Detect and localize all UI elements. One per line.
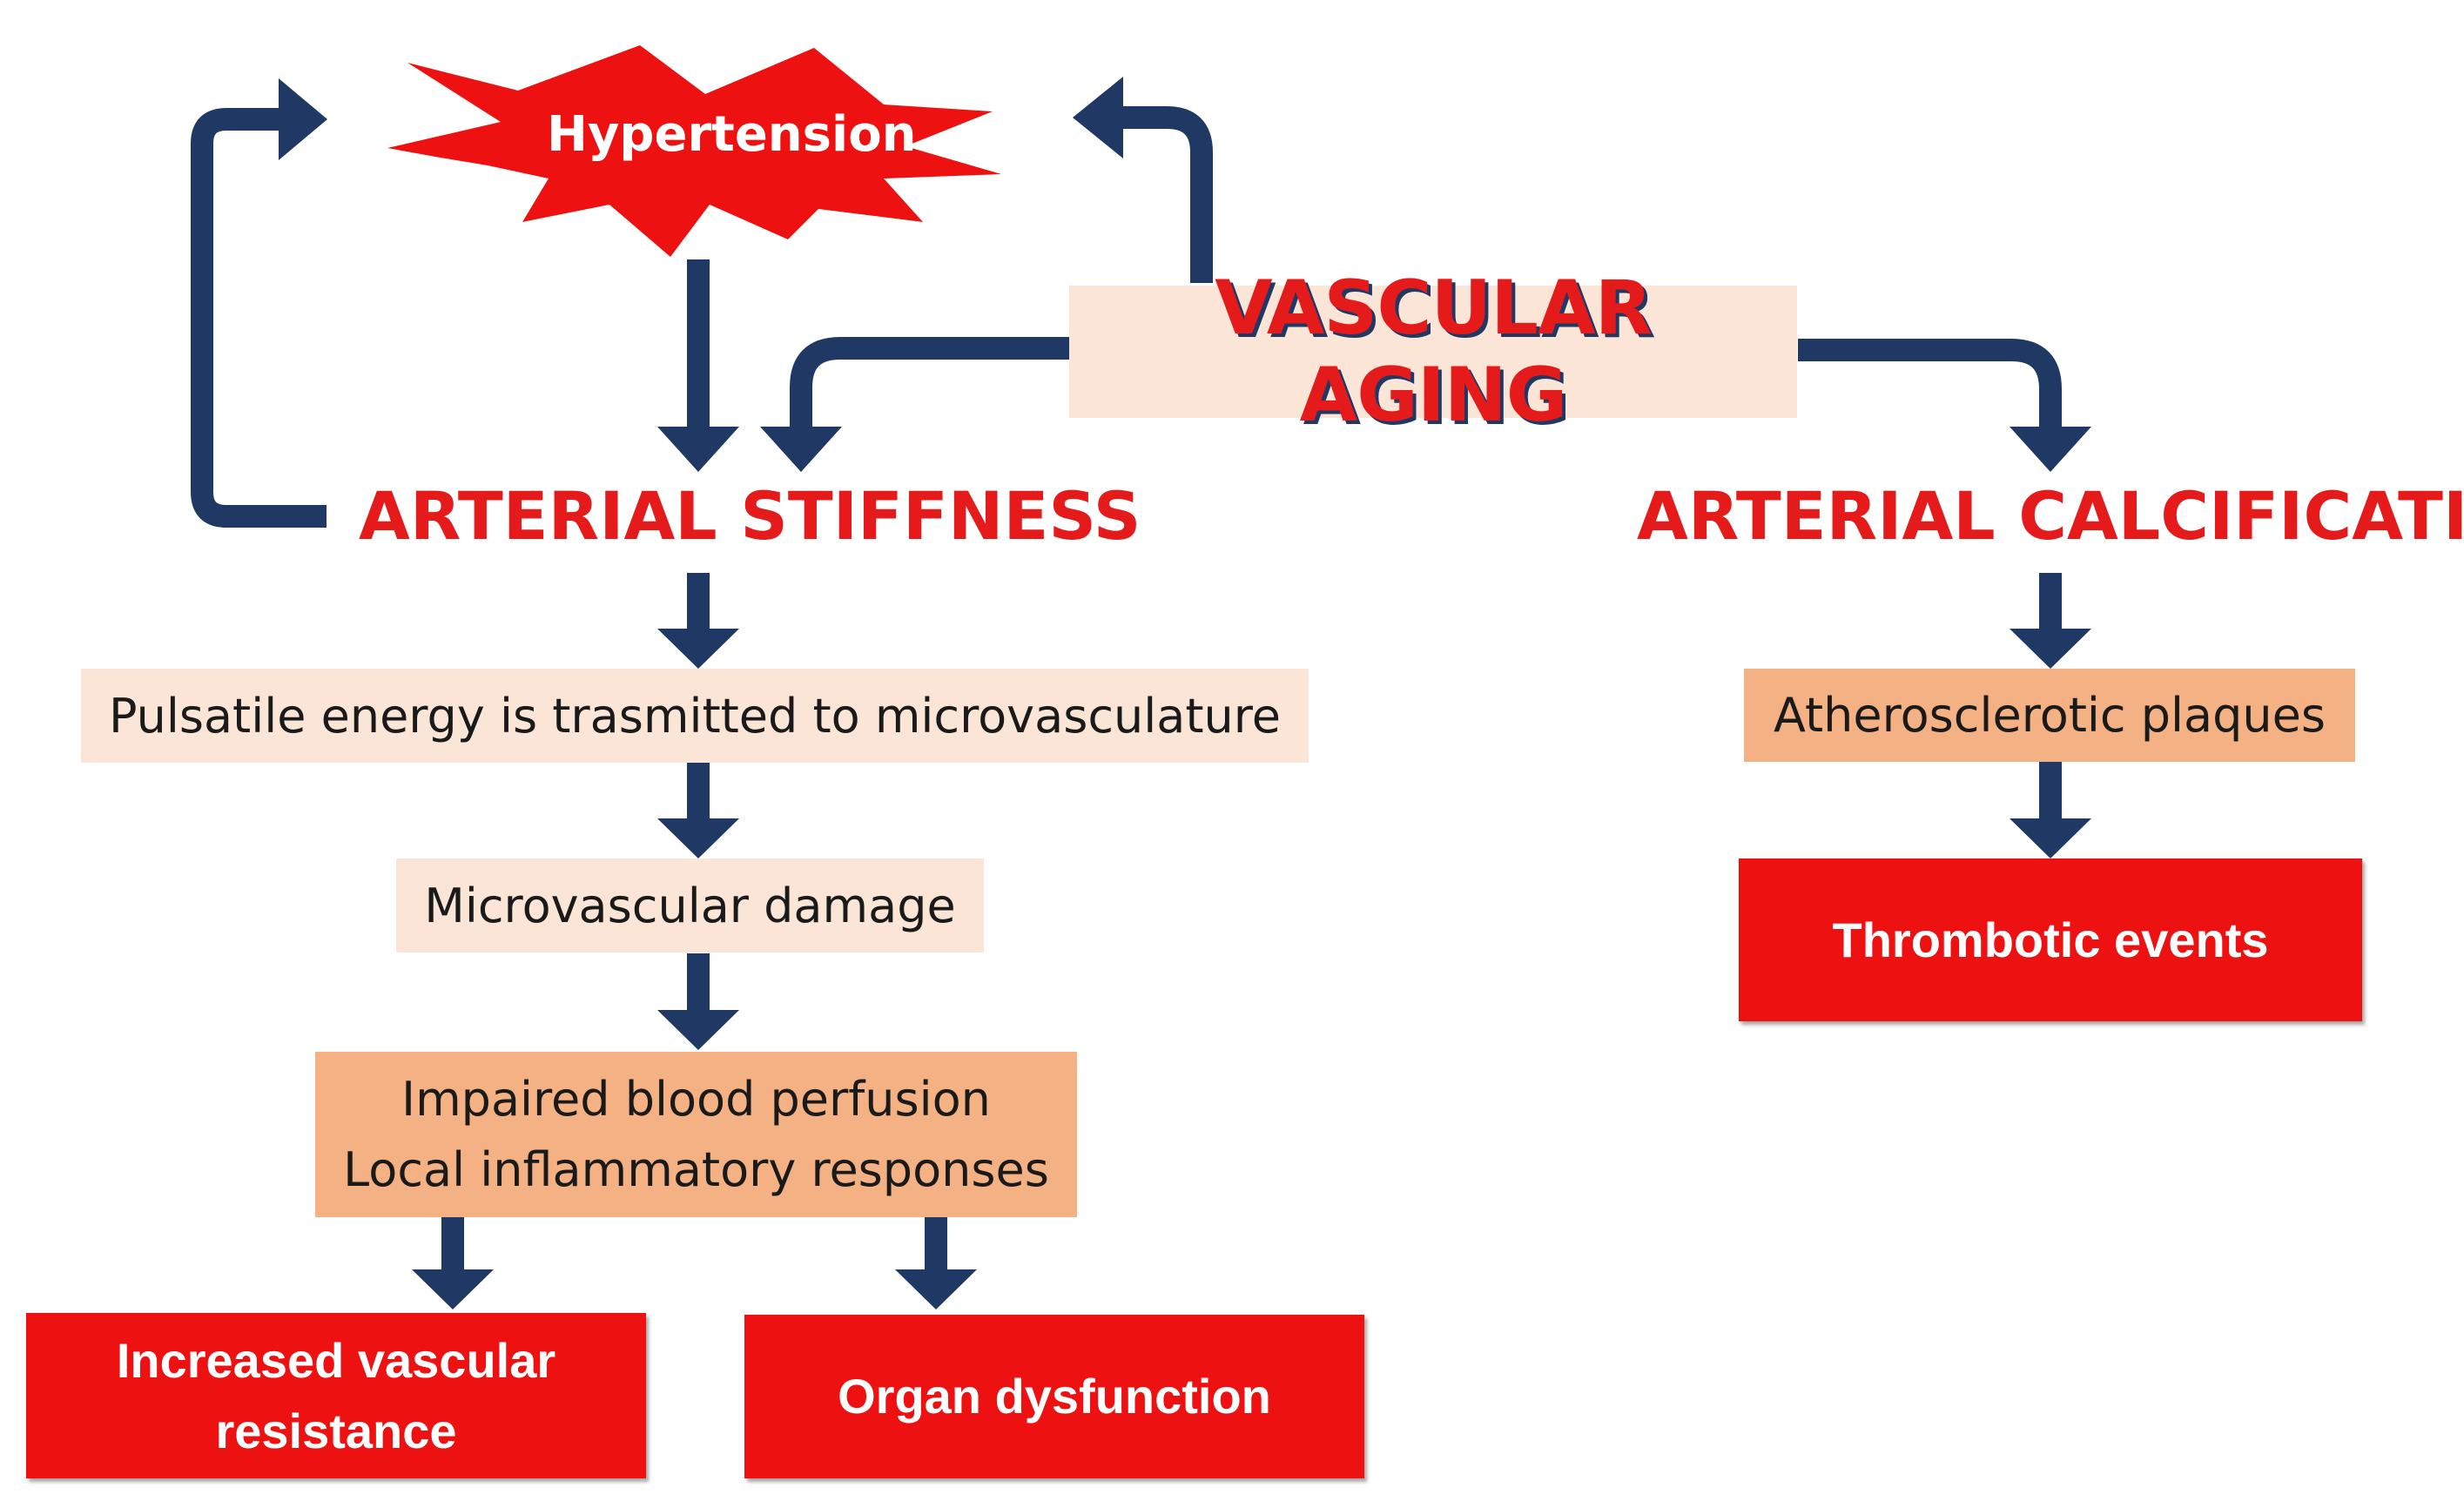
- vascular-aging-label: VASCULAR AGING: [1215, 265, 1653, 439]
- arrow-stiffness-to-hypertension: [191, 108, 327, 528]
- arrow-aging-to-stiffness-head: [760, 427, 842, 472]
- arrow-aging-to-stiffness: [790, 337, 1071, 427]
- local-inflammatory-label: Local inflammatory responses: [343, 1142, 1049, 1197]
- arrow-calcification-to-plaques-head: [2010, 629, 2091, 669]
- arrow-stiffness-to-pulsatile-head: [657, 629, 739, 669]
- organ-dysfunction-label: Organ dysfunction: [838, 1369, 1271, 1424]
- arrow-aging-to-hypertension-head: [1073, 77, 1123, 158]
- thrombotic-events-box: Thrombotic events: [1739, 858, 2362, 1021]
- thrombotic-events-label: Thrombotic events: [1832, 912, 2269, 967]
- arterial-stiffness-label: ARTERIAL STIFFNESS: [359, 477, 1141, 555]
- microvascular-damage-label: Microvascular damage: [424, 878, 956, 933]
- arrow-aging-to-calcification: [1798, 339, 2062, 427]
- atherosclerotic-plaques-box: Atherosclerotic plaques: [1744, 669, 2355, 762]
- impaired-perfusion-label: Impaired blood perfusion: [401, 1072, 991, 1127]
- arterial-calcification-label: ARTERIAL CALCIFICATION: [1637, 477, 2464, 555]
- increased-resistance-line2: resistance: [215, 1404, 457, 1458]
- arrow-aging-to-calcification-head: [2010, 427, 2091, 472]
- vascular-aging-box: VASCULAR AGING: [1069, 265, 1797, 439]
- arrow-impaired-to-resistance-head: [412, 1269, 494, 1309]
- arrow-aging-to-hypertension: [1123, 106, 1213, 283]
- increased-resistance-box: Increased vascular resistance: [26, 1313, 646, 1478]
- arrow-pulsatile-to-damage-head: [657, 818, 739, 858]
- impaired-perfusion-box: Impaired blood perfusion Local inflammat…: [315, 1052, 1077, 1217]
- arrow-damage-to-impaired-head: [657, 1010, 739, 1050]
- pulsatile-energy-box: Pulsatile energy is trasmitted to microv…: [81, 669, 1309, 763]
- arrow-stiffness-to-hypertension-head: [279, 78, 327, 160]
- arrow-hypertension-to-stiffness-head: [657, 427, 739, 472]
- arrow-plaques-to-thrombotic-head: [2010, 818, 2091, 858]
- atherosclerotic-plaques-label: Atherosclerotic plaques: [1773, 688, 2326, 743]
- hypertension-starburst: [387, 45, 1001, 257]
- organ-dysfunction-box: Organ dysfunction: [744, 1315, 1364, 1478]
- increased-resistance-line1: Increased vascular: [116, 1332, 556, 1388]
- microvascular-damage-box: Microvascular damage: [396, 858, 984, 953]
- arrow-impaired-to-organ-head: [895, 1269, 977, 1309]
- hypertension-label: Hypertension: [547, 106, 917, 163]
- pulsatile-energy-label: Pulsatile energy is trasmitted to microv…: [108, 688, 1282, 744]
